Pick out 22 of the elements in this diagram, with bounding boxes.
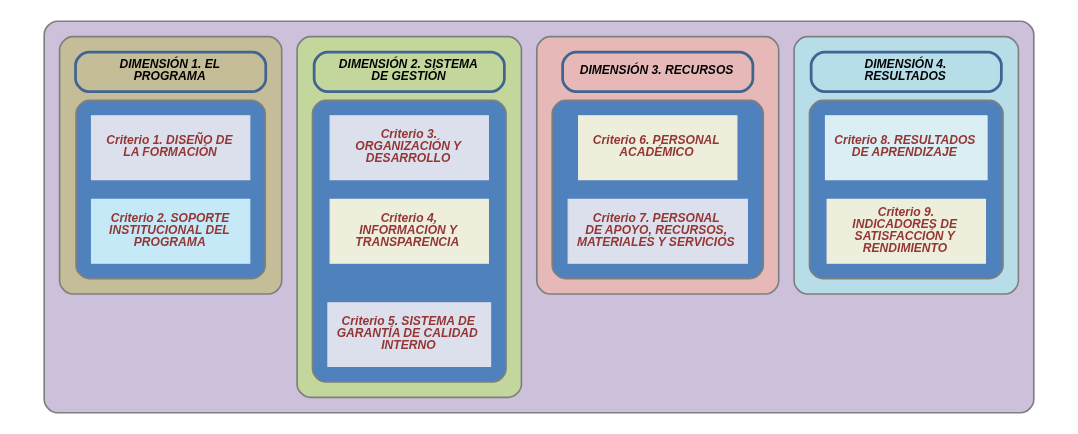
cluster (75, 99, 267, 280)
node-box: Criterio 6. PERSONAL ACADÉMICO (578, 115, 738, 181)
node-box: DIMENSIÓN 3. RECURSOS (561, 50, 755, 94)
node-box: DIMENSIÓN 1. EL PROGRAMA (74, 50, 268, 94)
cluster (58, 35, 283, 295)
node-box: Criterio 9. INDICADORES DE SATISFACCIÓN Y RENDIMIENTO (826, 198, 986, 264)
node-box: DIMENSIÓN 4. RESULTADOS (809, 50, 1003, 94)
node-box: Criterio 3. ORGANIZACIÓN Y DESARROLLO (329, 115, 489, 181)
cluster (311, 99, 507, 383)
cluster (808, 99, 1004, 280)
node-box: Criterio 1. DISEÑO DE LA FORMACIÓN (90, 115, 251, 181)
cluster (43, 20, 1035, 414)
node-box: Criterio 7. PERSONAL DE APOYO, RECURSOS, MATERIALES Y SERVICIOS (567, 198, 748, 264)
cluster (296, 35, 523, 399)
cluster (793, 35, 1020, 295)
node-box: Criterio 8. RESULTADOS DE APRENDIZAJE (824, 115, 988, 181)
cluster (535, 35, 780, 295)
node-box: Criterio 5. SISTEMA DE GARANTÍA DE CALIDAD INTERNO (327, 302, 492, 368)
node-box: Criterio 4. INFORMACIÓN Y TRANSPARENCIA (329, 198, 489, 264)
cluster (551, 99, 765, 280)
node-box: Criterio 2. SOPORTE INSTITUCIONAL DEL PROGRAMA (90, 198, 251, 264)
node-box: DIMENSIÓN 2. SISTEMA DE GESTIÓN (312, 50, 506, 94)
